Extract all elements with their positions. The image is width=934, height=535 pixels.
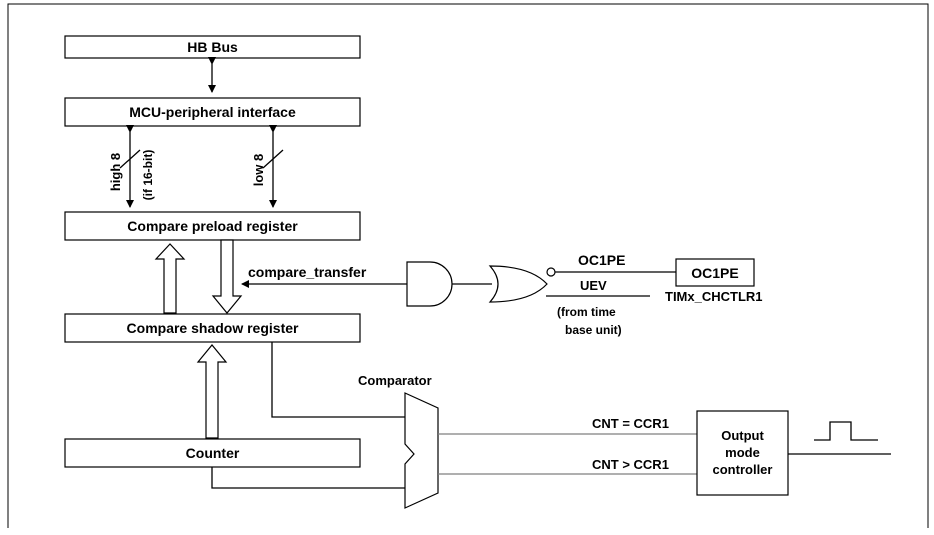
uev-label: UEV: [580, 278, 607, 293]
shadow-register-label: Compare shadow register: [127, 320, 299, 336]
shadow-register-block: Compare shadow register: [64, 313, 361, 343]
mcu-interface-block: MCU-peripheral interface: [64, 97, 361, 127]
output-ctrl-line3: controller: [713, 462, 773, 477]
output-mode-controller-block: Output mode controller: [696, 410, 789, 496]
shadow-to-preload-arrow: [154, 243, 186, 314]
preload-to-shadow-arrow: [211, 239, 243, 314]
nor-gate: [488, 265, 548, 303]
low8-bus-slash: [262, 149, 284, 169]
output-ctrl-line2: mode: [725, 445, 760, 460]
if16bit-label: (if 16-bit): [141, 150, 155, 201]
output-ctrl-line1: Output: [721, 428, 764, 443]
oc1pe-register-box: OC1PE: [675, 258, 755, 287]
high8-label: high 8: [108, 153, 123, 191]
preload-register-block: Compare preload register: [64, 211, 361, 241]
counter-block: Counter: [64, 438, 361, 468]
mcu-interface-label: MCU-peripheral interface: [129, 104, 296, 120]
counter-to-shadow-arrow: [196, 344, 228, 439]
shadow-to-comparator-wire: [271, 342, 405, 418]
comparator: [404, 392, 439, 509]
preload-register-label: Compare preload register: [127, 218, 298, 234]
pulse-waveform-icon: [814, 421, 878, 441]
cnt-gt-label: CNT > CCR1: [592, 457, 669, 472]
counter-to-comparator-wire: [211, 467, 405, 489]
base-unit-label: base unit): [565, 323, 622, 337]
hb-bus-label: HB Bus: [187, 39, 238, 55]
cnt-eq-label: CNT = CCR1: [592, 416, 669, 431]
compare-transfer-label: compare_transfer: [248, 264, 367, 280]
nor-inversion-bubble: [546, 267, 556, 277]
oc1pe-box-label: OC1PE: [691, 265, 738, 281]
and-gate: [406, 261, 453, 307]
from-time-label: (from time: [557, 305, 616, 319]
diagram-frame: [7, 3, 929, 528]
low8-label: low 8: [251, 154, 266, 187]
counter-label: Counter: [186, 445, 240, 461]
hb-bus-block: HB Bus: [64, 35, 361, 59]
chctlr-label: TIMx_CHCTLR1: [665, 289, 763, 304]
oc1pe-signal-label: OC1PE: [578, 252, 625, 268]
high8-bus-slash: [119, 149, 141, 169]
comparator-label: Comparator: [358, 373, 432, 388]
